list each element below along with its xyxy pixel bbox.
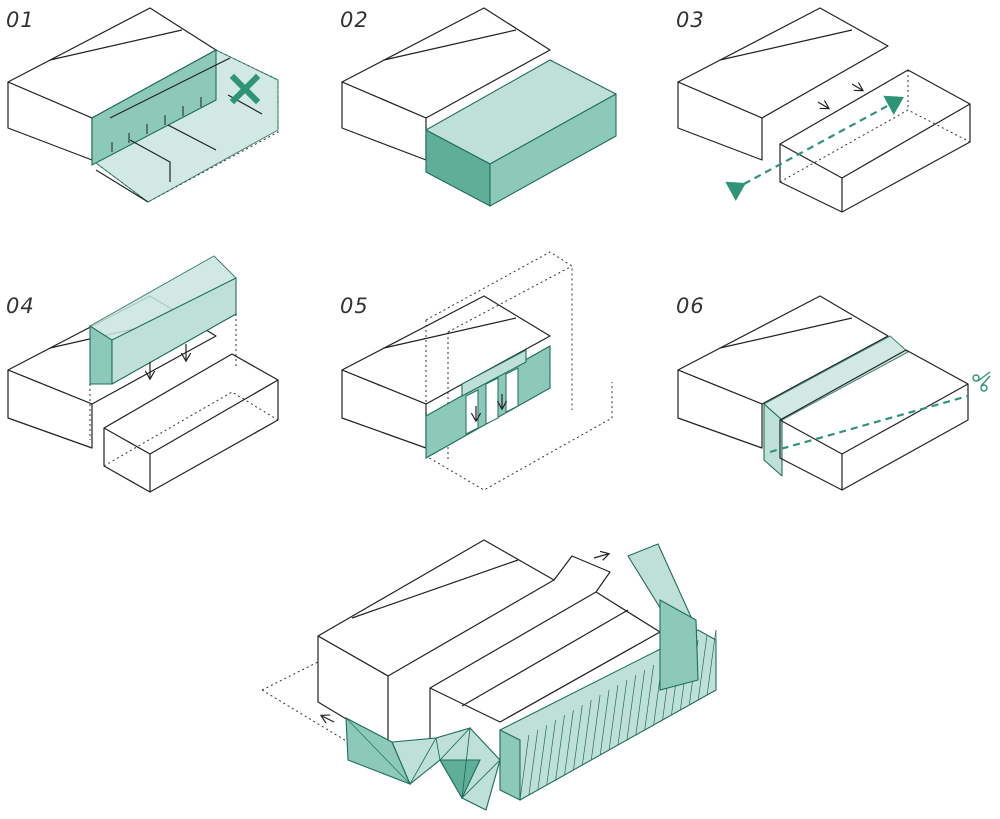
step-label-03: 03 <box>676 8 705 32</box>
facade-panel-line <box>608 685 619 751</box>
facade-panel-line <box>706 630 717 696</box>
facade-panel-line <box>599 690 610 756</box>
step-04-diagram <box>7 255 279 493</box>
step-05-diagram <box>341 251 613 491</box>
facade-panel-line <box>617 680 628 746</box>
facade-panel-line <box>519 735 530 801</box>
facade-panel-line <box>546 720 556 786</box>
facade-panel-line <box>590 695 601 761</box>
remove-x-icon <box>229 73 261 105</box>
step-label-04: 04 <box>6 294 35 318</box>
step-label-01: 01 <box>6 8 35 32</box>
step-03-diagram <box>677 7 971 213</box>
step-06-diagram <box>677 295 991 491</box>
step-02-diagram <box>341 7 617 207</box>
final-composite-diagram <box>261 539 717 811</box>
facade-panel-line <box>626 675 637 741</box>
fold-triangle <box>461 758 501 811</box>
step-label-05: 05 <box>340 294 369 318</box>
step-label-02: 02 <box>340 8 369 32</box>
facade-panel-line <box>528 730 539 796</box>
facade-panel-line <box>644 665 654 731</box>
scissors-icon <box>972 371 991 392</box>
step-label-06: 06 <box>676 294 705 318</box>
facade-panel-line <box>635 670 645 736</box>
facade-panel-line <box>573 705 583 771</box>
facade-panel-line <box>555 715 565 781</box>
facade-panel-line <box>537 725 547 791</box>
facade-panel-line <box>564 710 574 776</box>
facade-panel-line <box>697 635 708 701</box>
facade-panel-line <box>582 700 592 766</box>
step-01-diagram <box>7 7 279 203</box>
